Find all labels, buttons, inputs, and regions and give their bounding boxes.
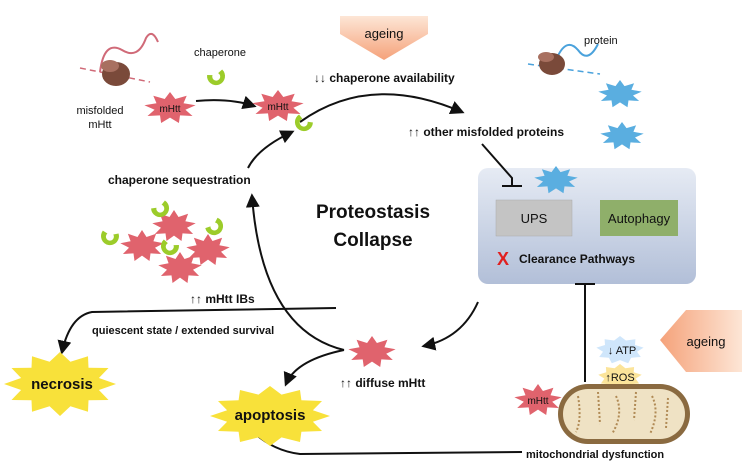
necrosis-burst: necrosis [4,352,116,416]
chaperone-label: chaperone [194,47,246,59]
chaperone-icon [151,200,170,218]
ups-box [495,199,573,237]
ageing-top-arrow: ageing [340,16,428,60]
diffuse-mhtt-label: ↑↑ diffuse mHtt [340,376,425,390]
mhtt-aggregate-star [120,230,164,261]
ups-label: UPS [521,211,548,226]
arrow-left-upper [247,130,295,169]
arrow-top [299,93,465,123]
apoptosis-label: apoptosis [235,407,306,424]
chaperone-icon [205,217,224,236]
arrow-to-apoptosis [283,349,345,387]
arrow-right [421,301,479,351]
other-protein-star [600,122,644,150]
mhtt-aggregate-star [152,210,196,241]
arrow-to-necrosis [57,307,337,355]
ageing-right-arrow: ageing [660,310,742,372]
mhtt-star-diffuse [348,336,396,367]
atp-label: ↓ ATP [608,345,637,357]
ageing-right-label: ageing [686,334,725,349]
clearance-label: Clearance Pathways [519,252,635,266]
quiescent-label: quiescent state / extended survival [92,325,274,337]
chaperone-icon [101,230,119,246]
mitochondrion-icon [558,384,690,444]
apoptosis-burst: apoptosis [210,386,330,446]
mhtt-aggregate-star [158,252,202,283]
misfolded-label-1: misfolded [76,105,123,117]
star-layer: mHtt mHtt mHtt [120,80,644,415]
other-protein-star [598,80,642,108]
inhibition-lines [481,143,595,382]
clearance-pathways-box: UPS Autophagy X Clearance Pathways [478,168,696,284]
necrosis-label: necrosis [31,376,93,393]
other-protein-star [534,166,578,194]
mhtt-star-misfolded-label: mHtt [159,104,180,115]
mhtt-star-mito-label: mHtt [527,396,548,407]
arrow-misfolded [195,95,257,110]
ageing-top-label: ageing [364,26,403,41]
title-line-2: Collapse [333,230,412,251]
ros-badge: ↑ROS [598,364,642,390]
mhtt-star-misfolded [144,92,196,123]
chaperone-icon [294,114,313,132]
mito-dysfunction-label: mitochondrial dysfunction [526,449,664,461]
title-line-1: Proteostasis [316,202,430,223]
clearance-x-icon: X [497,249,509,269]
mhtt-aggregate-star [186,234,230,265]
autophagy-box [600,200,678,236]
ros-label: ↑ROS [605,372,634,384]
chaperone-icon [160,239,179,256]
ribosome-protein-icon [527,43,601,75]
mhtt-star-mito [514,384,562,415]
protein-label: protein [584,35,618,47]
misfolded-label-2: mHtt [88,119,111,131]
mhtt-star-chaperone [252,90,304,121]
chaperone-icon [207,69,226,86]
inhibit-other-to-ups [481,143,513,186]
mhtt-star-chaperone-label: mHtt [267,102,288,113]
chaperone-availability-label: ↓↓ chaperone availability [314,71,455,85]
arrow-left-lower [245,193,345,351]
atp-badge: ↓ ATP [596,336,644,364]
autophagy-label: Autophagy [608,211,671,226]
chaperone-layer [101,69,313,256]
other-misfolded-label: ↑↑ other misfolded proteins [408,125,564,139]
ribosome-misfolded-icon [79,32,159,86]
chaperone-sequestration-label: chaperone sequestration [108,173,251,187]
mhtt-ibs-label: ↑↑ mHtt IBs [190,292,255,306]
